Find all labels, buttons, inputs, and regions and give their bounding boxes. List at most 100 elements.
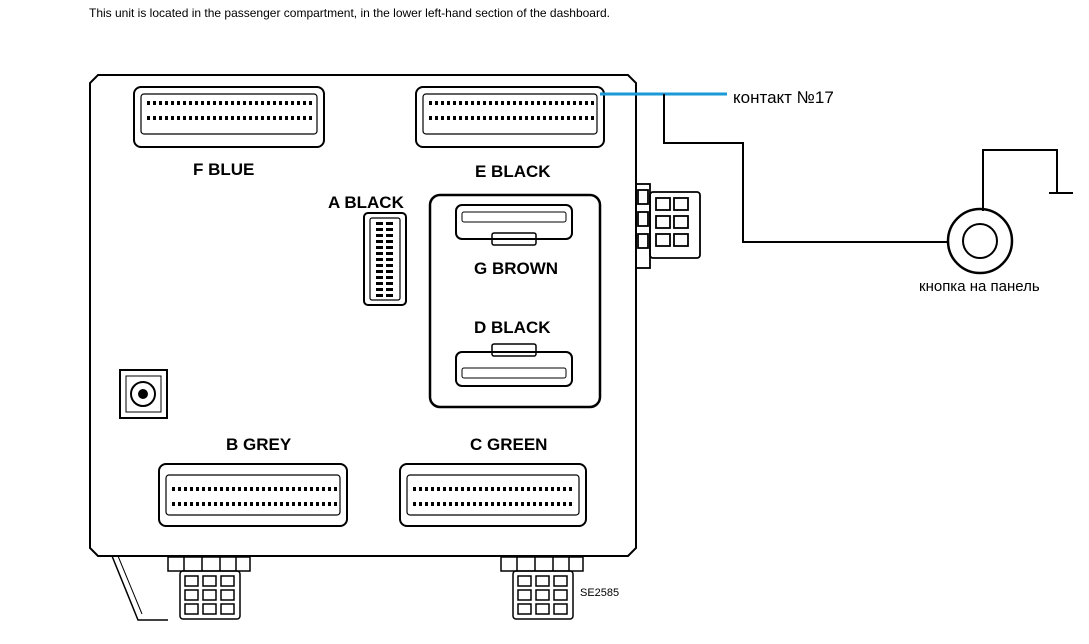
- pin: [376, 264, 383, 267]
- pin: [453, 116, 456, 120]
- pin: [527, 487, 530, 491]
- pin: [509, 502, 512, 506]
- pin: [207, 101, 210, 105]
- pin: [513, 116, 516, 120]
- pin: [202, 502, 205, 506]
- pin: [226, 487, 229, 491]
- pin: [386, 276, 393, 279]
- pin: [322, 487, 325, 491]
- pin: [244, 487, 247, 491]
- pin: [521, 487, 524, 491]
- pin: [563, 487, 566, 491]
- pin: [159, 101, 162, 105]
- pin: [585, 116, 588, 120]
- pin: [208, 502, 211, 506]
- pin: [501, 101, 504, 105]
- pin: [431, 487, 434, 491]
- pin: [214, 487, 217, 491]
- pin: [449, 487, 452, 491]
- pin: [531, 116, 534, 120]
- pin: [455, 487, 458, 491]
- pin: [273, 101, 276, 105]
- pin: [165, 101, 168, 105]
- connector-b: [158, 463, 348, 527]
- pin: [509, 487, 512, 491]
- pin: [376, 234, 383, 237]
- bottom-connector-right: [500, 556, 584, 620]
- pin: [172, 487, 175, 491]
- pin: [539, 487, 542, 491]
- pin: [238, 502, 241, 506]
- pin: [285, 116, 288, 120]
- pin: [177, 101, 180, 105]
- pin: [202, 487, 205, 491]
- connector-c: [399, 463, 587, 527]
- pin: [196, 502, 199, 506]
- pin: [250, 487, 253, 491]
- pin: [303, 101, 306, 105]
- bottom-connector-left: [167, 556, 251, 620]
- pin: [567, 116, 570, 120]
- label-c-green: C GREEN: [470, 435, 548, 454]
- pin: [545, 487, 548, 491]
- pin: [533, 487, 536, 491]
- pin: [555, 101, 558, 105]
- pin: [425, 487, 428, 491]
- pin: [459, 101, 462, 105]
- pin: [376, 294, 383, 297]
- pin: [527, 502, 530, 506]
- pin: [569, 487, 572, 491]
- pin: [178, 502, 181, 506]
- pin: [579, 116, 582, 120]
- pin: [501, 116, 504, 120]
- pin: [207, 116, 210, 120]
- pin: [262, 487, 265, 491]
- pin: [551, 502, 554, 506]
- pin: [386, 234, 393, 237]
- pin: [376, 276, 383, 279]
- pin: [543, 116, 546, 120]
- pin: [557, 487, 560, 491]
- pin: [220, 487, 223, 491]
- pin: [261, 101, 264, 105]
- pin: [465, 101, 468, 105]
- pin: [303, 116, 306, 120]
- pin: [483, 116, 486, 120]
- pin: [479, 502, 482, 506]
- pin: [274, 487, 277, 491]
- pin: [429, 116, 432, 120]
- pin: [291, 116, 294, 120]
- pin: [483, 101, 486, 105]
- pin: [533, 502, 536, 506]
- pin: [297, 116, 300, 120]
- pin: [261, 116, 264, 120]
- pin: [219, 116, 222, 120]
- pin: [267, 116, 270, 120]
- pin: [579, 101, 582, 105]
- pin: [477, 116, 480, 120]
- pin: [545, 502, 548, 506]
- diagram-code: SE2585: [580, 587, 620, 599]
- pin: [304, 502, 307, 506]
- pin: [201, 101, 204, 105]
- pin: [292, 502, 295, 506]
- side-connector: [635, 183, 701, 269]
- pin: [461, 502, 464, 506]
- pin: [497, 502, 500, 506]
- pin: [255, 101, 258, 105]
- connector-c-pins: [413, 487, 572, 506]
- pin: [279, 101, 282, 105]
- pin: [467, 487, 470, 491]
- connector-b-pins: [172, 487, 337, 506]
- pin: [455, 502, 458, 506]
- pin: [561, 116, 564, 120]
- pin: [255, 116, 258, 120]
- pin: [485, 487, 488, 491]
- pin: [237, 101, 240, 105]
- pin: [153, 101, 156, 105]
- pin: [159, 116, 162, 120]
- pin: [376, 246, 383, 249]
- pin: [291, 101, 294, 105]
- pin: [220, 502, 223, 506]
